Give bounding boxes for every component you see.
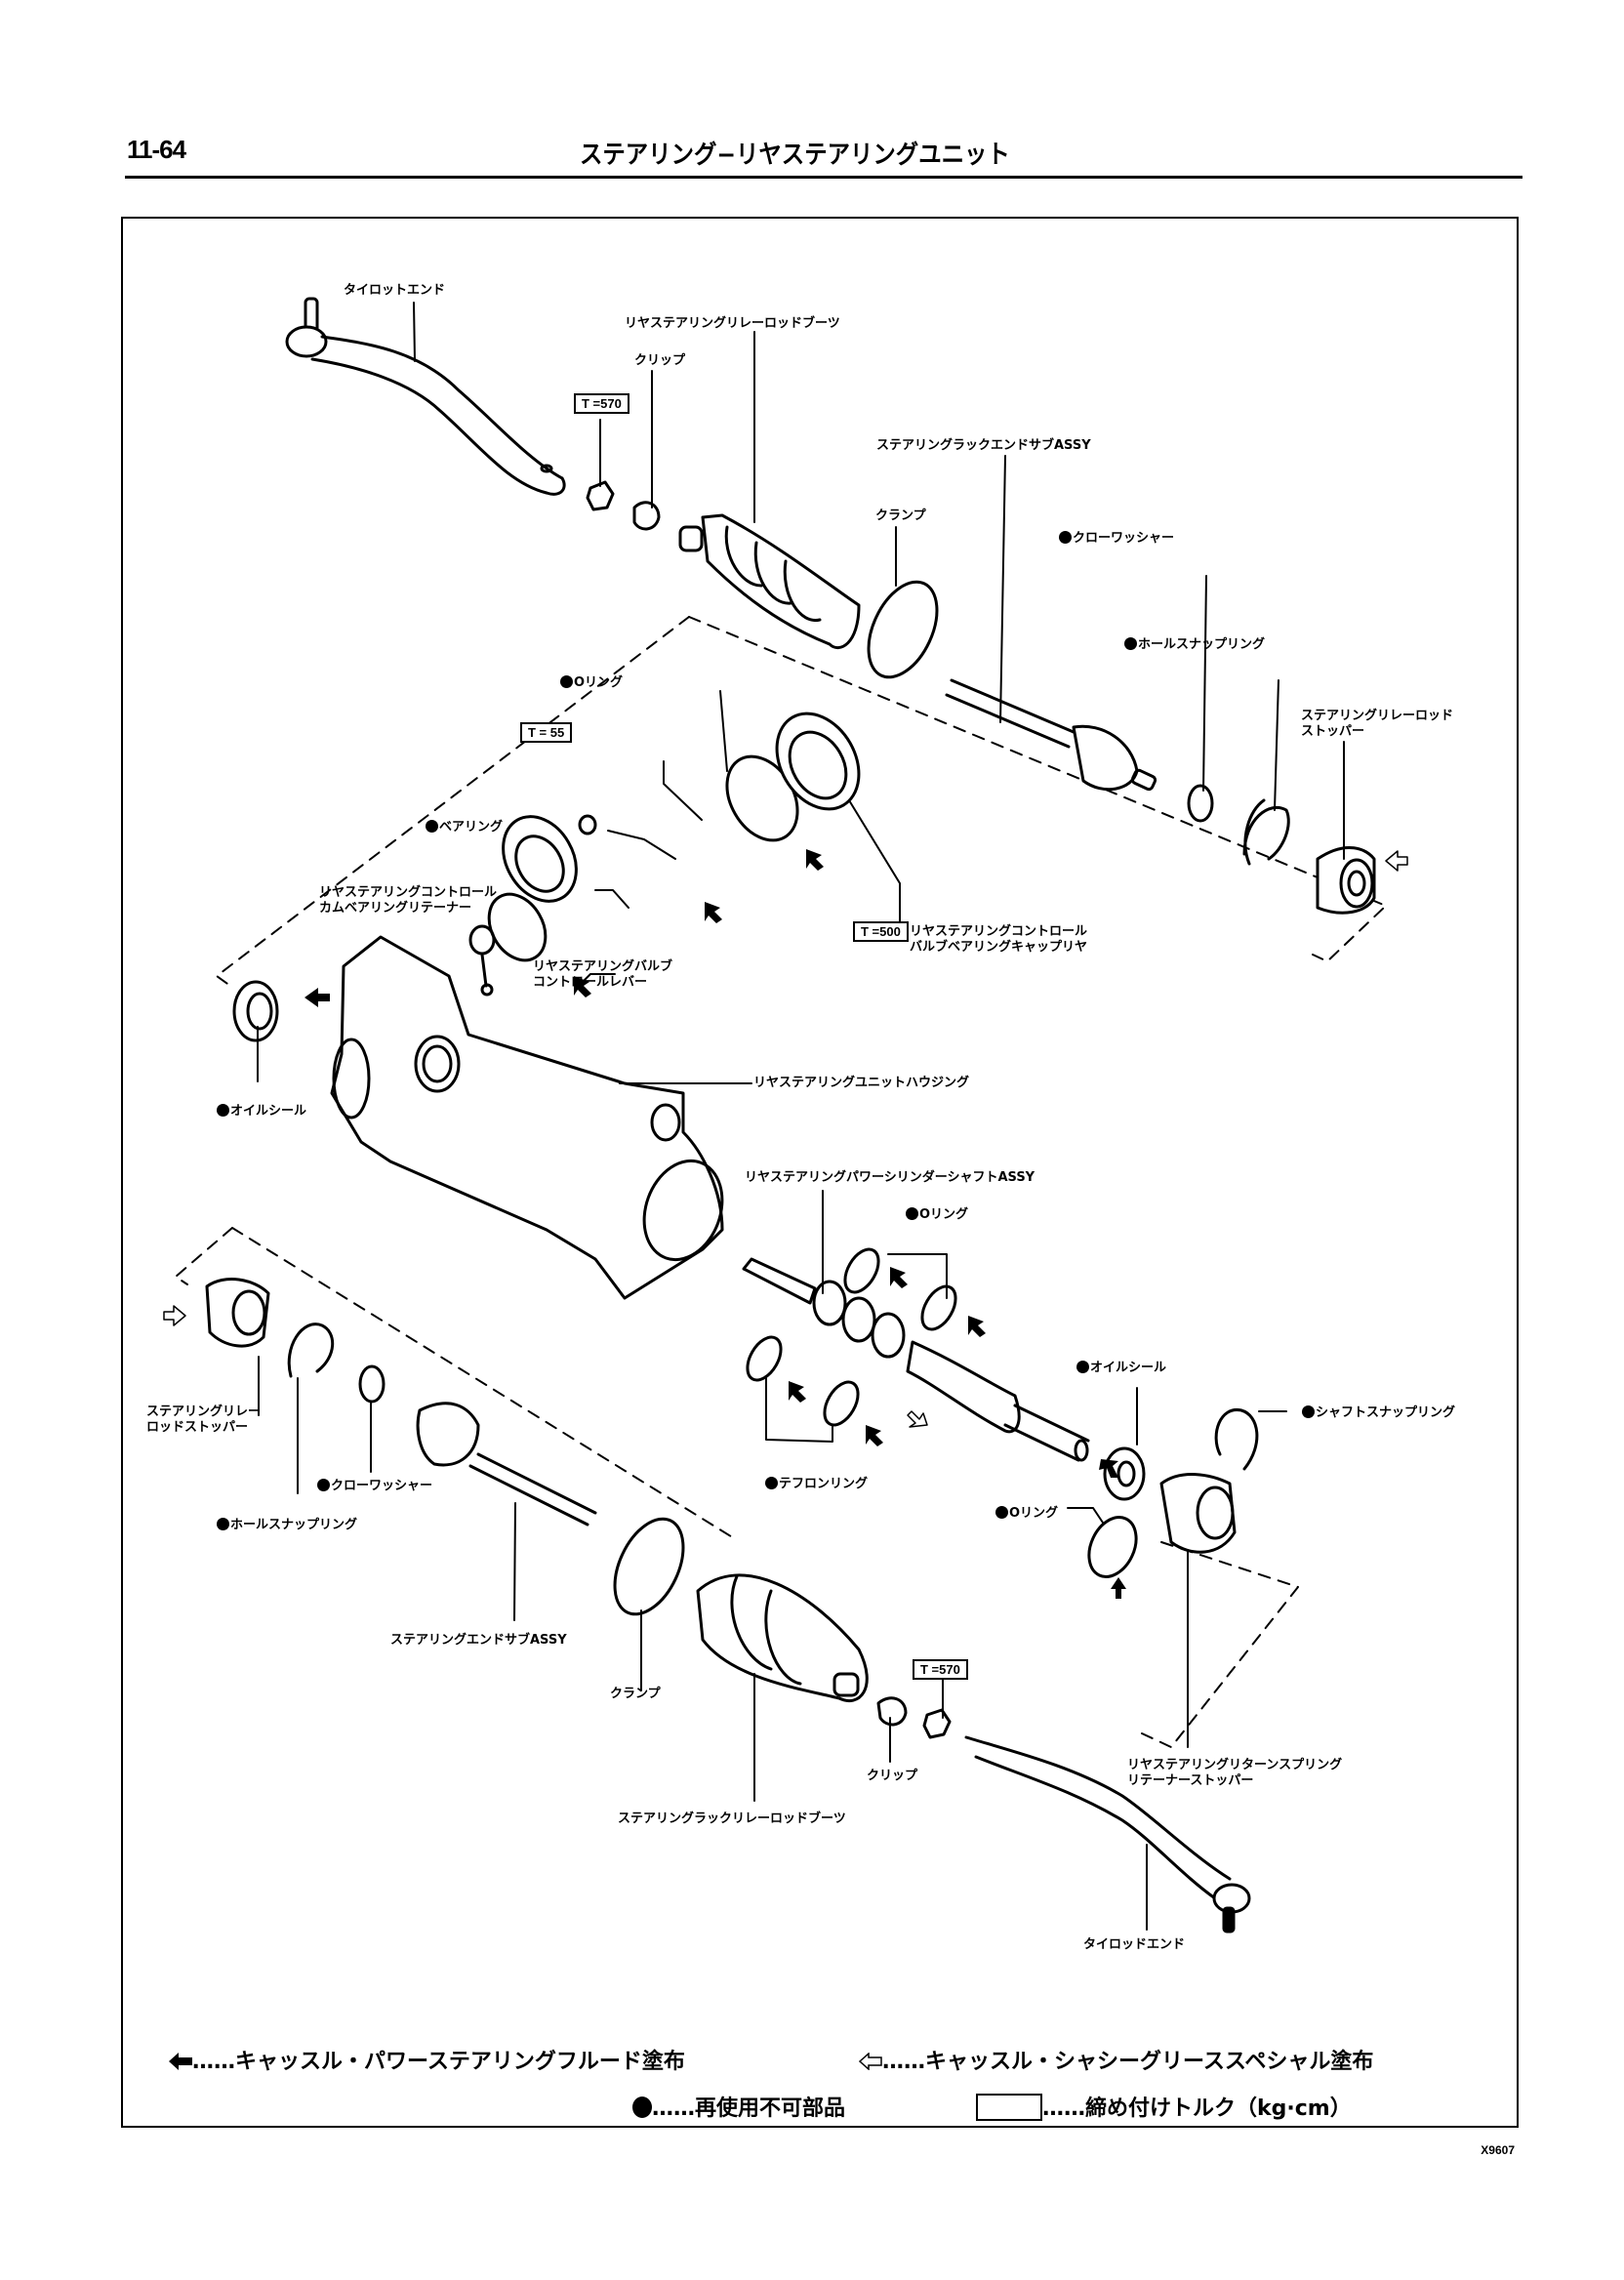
claw-washer-top-part	[1187, 784, 1214, 823]
label-return-spring-retainer-stopper: リヤステアリングリターンスプリングリテーナーストッパー	[1127, 1758, 1343, 1788]
label-clamp-top: クランプ	[875, 509, 926, 523]
label-bearing: ベアリング	[426, 820, 503, 835]
non-reusable-marker-icon	[906, 1207, 918, 1220]
non-reusable-marker-icon	[560, 675, 573, 688]
legend-torque: ……締め付けトルク（kg·cm）	[976, 2091, 1352, 2122]
label-clamp-low: クランプ	[610, 1687, 661, 1701]
teflon-ring-2	[823, 1380, 860, 1427]
non-reusable-marker-icon	[217, 1518, 229, 1530]
torque-spec-55: T = 55	[520, 722, 573, 743]
shaft-snap-ring-part	[1214, 1408, 1259, 1471]
relay-rod-stopper-low-part	[205, 1278, 270, 1348]
leader-lines	[257, 302, 1345, 1931]
label-relay-rod-stopper-low: ステアリングリレーロッドストッパー	[146, 1405, 262, 1435]
grease-arrow-icons	[163, 850, 1408, 1428]
fluid-arrow-icons	[304, 849, 1126, 1599]
tie-rod-end-top-part	[285, 297, 566, 496]
power-cylinder-shaft-part	[742, 1257, 1090, 1462]
label-shaft-snap-ring: シャフトスナップリング	[1302, 1405, 1455, 1421]
o-ring-low-part	[1087, 1516, 1138, 1578]
bearing-part	[502, 815, 578, 903]
header-divider	[125, 176, 1522, 179]
o-ring-mid-2	[920, 1284, 957, 1331]
non-reusable-marker-icon	[317, 1479, 330, 1491]
non-reusable-marker-icon	[1124, 637, 1137, 650]
non-reusable-dot-icon	[632, 2097, 652, 2118]
label-cam-bearing-retainer: リヤステアリングコントロールカムベアリングリテーナー	[319, 885, 498, 916]
label-relay-rod-stopper-top: ステアリングリレーロッドストッパー	[1301, 709, 1454, 739]
non-reusable-marker-icon	[1076, 1361, 1089, 1373]
legend-grease: ……キャッスル・シャシーグリーススペシャル塗布	[858, 2044, 1373, 2075]
teflon-ring-1	[746, 1335, 783, 1382]
oil-seal-left-part	[232, 980, 279, 1042]
outline-arrow-icon	[858, 2052, 882, 2071]
label-claw-washer-top: クローワッシャー	[1059, 531, 1174, 547]
steering-end-sub-assy-part	[416, 1402, 597, 1527]
boot-top-part	[678, 513, 861, 650]
label-o-ring-mid: Oリング	[906, 1207, 968, 1223]
torque-spec-570-low: T =570	[913, 1659, 968, 1680]
clamp-low-part	[613, 1517, 685, 1616]
tie-rod-end-bottom-part	[964, 1735, 1251, 1934]
hole-snap-ring-low-part	[287, 1323, 335, 1378]
figure-code: X9607	[1481, 2143, 1515, 2157]
label-power-cylinder-shaft-assy: リヤステアリングパワーシリンダーシャフトASSY	[745, 1170, 1035, 1185]
label-clip-top: クリップ	[634, 353, 686, 368]
torque-spec-500: T =500	[853, 921, 909, 942]
non-reusable-marker-icon	[217, 1104, 229, 1117]
unit-housing-part	[330, 935, 724, 1300]
label-hole-snap-ring-low: ホールスナップリング	[217, 1518, 357, 1533]
clip-low-part	[876, 1696, 908, 1727]
lower-group-outline	[175, 1227, 1299, 1748]
label-oil-seal-left: オイルシール	[217, 1104, 306, 1120]
non-reusable-marker-icon	[765, 1477, 778, 1489]
relay-rod-stopper-top-part	[1316, 845, 1376, 915]
label-rack-relay-rod-boot: ステアリングラックリレーロッドブーツ	[618, 1812, 846, 1826]
solid-arrow-icon	[169, 2053, 192, 2070]
non-reusable-marker-icon	[995, 1506, 1008, 1519]
label-valve-control-lever: リヤステアリングバルブコントロールレバー	[533, 959, 673, 990]
label-teflon-ring: テフロンリング	[765, 1477, 868, 1492]
claw-washer-low-part	[358, 1364, 386, 1404]
label-oil-seal-right: オイルシール	[1076, 1361, 1166, 1376]
valve-control-lever-part	[468, 924, 496, 997]
legend-non-reusable: ……再使用不可部品	[632, 2091, 845, 2122]
valve-bearing-cap-part	[775, 712, 861, 811]
label-clip-low: クリップ	[867, 1769, 918, 1783]
rack-end-sub-assy-part	[945, 678, 1157, 792]
clip-top-part	[632, 501, 661, 531]
page-title: ステアリング−リヤステアリングユニット	[580, 141, 1010, 170]
clamp-top-part	[867, 580, 939, 679]
return-spring-retainer-stopper-part	[1159, 1473, 1237, 1554]
label-claw-washer-low: クローワッシャー	[317, 1479, 432, 1494]
hole-snap-ring-top-part	[1242, 798, 1290, 866]
label-tie-rod-end-top: タイロットエンド	[344, 283, 446, 298]
label-hole-snap-ring-top: ホールスナップリング	[1124, 637, 1265, 653]
boot-low-part	[696, 1573, 869, 1702]
non-reusable-marker-icon	[426, 820, 438, 833]
legend-fluid: ……キャッスル・パワーステアリングフルード塗布	[169, 2044, 685, 2075]
label-o-ring-low: Oリング	[995, 1506, 1058, 1522]
label-tie-rod-end-bottom: タイロッドエンド	[1083, 1937, 1186, 1952]
non-reusable-marker-icon	[1302, 1405, 1315, 1418]
label-unit-housing: リヤステアリングユニットハウジング	[753, 1076, 970, 1090]
page-number: 11-64	[127, 135, 186, 164]
nut-low-part	[922, 1708, 952, 1739]
label-o-ring-top: Oリング	[560, 675, 623, 691]
torque-box-icon	[976, 2094, 1042, 2121]
label-valve-bearing-cap: リヤステアリングコントロールバルブベアリングキャップリヤ	[910, 924, 1088, 955]
torque-spec-570-top: T =570	[574, 393, 629, 414]
label-relay-rod-boot-top: リヤステアリングリレーロッドブーツ	[625, 316, 840, 331]
o-ring-mid-1	[843, 1247, 880, 1294]
non-reusable-marker-icon	[1059, 531, 1072, 544]
lock-nut-part	[578, 814, 597, 835]
label-rack-end-sub-assy: ステアリングラックエンドサブASSY	[876, 438, 1091, 453]
diagram-frame	[121, 217, 1519, 2128]
upper-group-outline	[216, 616, 1387, 987]
label-steering-end-sub-assy: ステアリングエンドサブASSY	[390, 1633, 567, 1648]
nut-top	[586, 480, 615, 511]
